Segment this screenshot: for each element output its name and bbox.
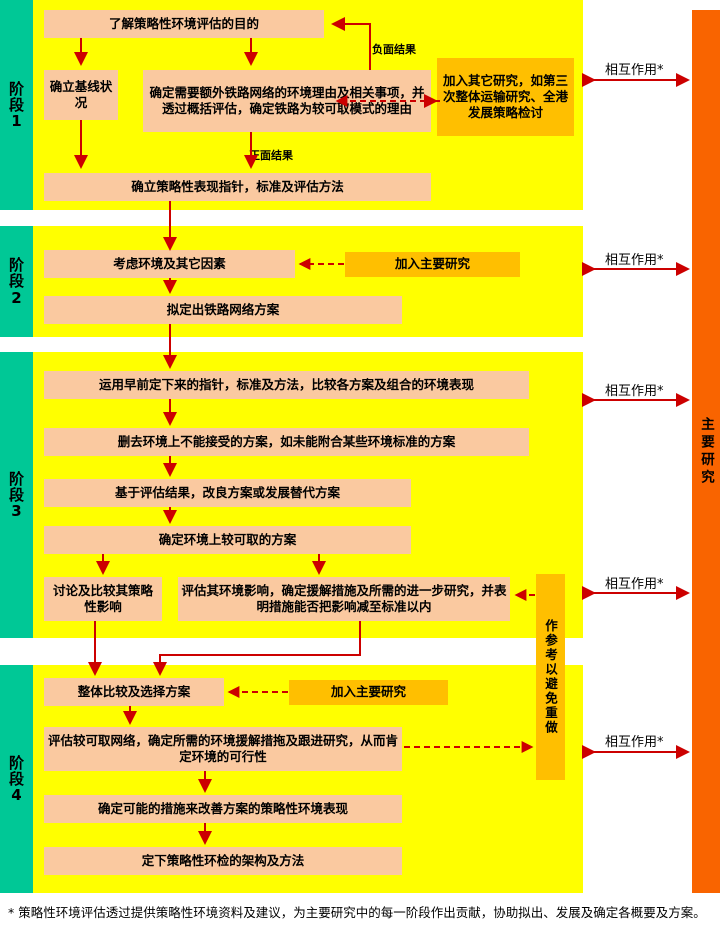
interaction-label-stage-2: 相互作用* <box>605 253 664 268</box>
stage-1-box-baseline[interactable]: 确立基线状况 <box>44 70 118 120</box>
stage-1-label-line1: 阶 <box>8 79 24 98</box>
main-study-column[interactable]: 主要研究 <box>692 10 720 893</box>
stage-1-label-line2: 段 <box>8 95 24 114</box>
stage-4-label: 阶 段 4 <box>0 665 33 893</box>
interaction-label-stage-3b: 相互作用* <box>605 577 664 592</box>
stage-4-label-line2: 段 <box>8 769 24 788</box>
stage-1-label: 阶 段 1 <box>0 0 33 210</box>
stage-3-label-line3: 3 <box>11 502 22 521</box>
stage-4-box-assess-preferred-network[interactable]: 评估较可取网络，确定所需的环境援解措拖及跟进研究，从而肯定环境的可行性 <box>44 727 402 771</box>
stage-3-box-assess-env-impact[interactable]: 评估其环境影响，确定援解措施及所需的进一步研究，并表明措施能否把影响减至标准以内 <box>178 577 510 621</box>
footnote: * 策略性环境评估透过提供策略性环境资料及建议，为主要研究中的每一阶段作出贡献，… <box>8 905 706 920</box>
stage-1-label-negative-result: 负面结果 <box>372 43 416 56</box>
stage-3-box-compare-performance[interactable]: 运用早前定下来的指针，标准及方法，比较各方案及组合的环境表现 <box>44 371 529 399</box>
stage-3-label-line1: 阶 <box>8 469 24 488</box>
stage-4-box-improve-measures[interactable]: 确定可能的措施来改善方案的策略性环境表现 <box>44 795 402 823</box>
stage-1-label-positive-result: 正面结果 <box>249 149 293 162</box>
stage-2-label-line2: 段 <box>8 272 24 291</box>
stage-2-box-consider-factors[interactable]: 考虑环境及其它因素 <box>44 250 295 278</box>
stage-3-box-preferred-option[interactable]: 确定环境上较可取的方案 <box>44 526 411 554</box>
interaction-label-stage-3: 相互作用* <box>605 384 664 399</box>
stage-3-box-refine-options[interactable]: 基于评估结果，改良方案或发展替代方案 <box>44 479 411 507</box>
stage-3-box-eliminate-options[interactable]: 删去环境上不能接受的方案，如未能附合某些环境标准的方案 <box>44 428 529 456</box>
stage-2-label: 阶 段 2 <box>0 226 33 337</box>
stage-4-box-sea-framework[interactable]: 定下策略性环检的架构及方法 <box>44 847 402 875</box>
interaction-label-stage-4: 相互作用* <box>605 735 664 750</box>
stage-4-label-line3: 4 <box>11 786 22 805</box>
stage-2-label-line1: 阶 <box>8 256 24 275</box>
stage-4-box-overall-comparison[interactable]: 整体比较及选择方案 <box>44 678 224 706</box>
stage-1-input-other-studies[interactable]: 加入其它研究，如第三次整体运输研究、全港发展策略检讨 <box>437 58 574 136</box>
stage-1-label-line3: 1 <box>11 112 22 131</box>
reference-avoid-duplication-box[interactable]: 作参考以避免重做 <box>536 574 565 780</box>
stage-4-input-main-study[interactable]: 加入主要研究 <box>289 680 448 705</box>
stage-3-box-discuss-strategic-impact[interactable]: 讨论及比较其策略性影响 <box>44 577 162 621</box>
stage-1-box-rail-justification[interactable]: 确定需要额外铁路网络的环境理由及相关事项，并透过概括评估，确定铁路为较可取模式的… <box>143 70 431 132</box>
stage-1-box-understand-purpose[interactable]: 了解策略性环境评估的目的 <box>44 10 324 38</box>
interaction-label-stage-1: 相互作用* <box>605 63 664 78</box>
stage-2-label-line3: 2 <box>11 288 22 307</box>
stage-2-box-formulate-network[interactable]: 拟定出铁路网络方案 <box>44 296 402 324</box>
stage-2-input-main-study[interactable]: 加入主要研究 <box>345 252 520 277</box>
stage-1-box-indicators[interactable]: 确立策略性表现指针，标准及评估方法 <box>44 173 431 201</box>
stage-3-label: 阶 段 3 <box>0 352 33 638</box>
stage-3-label-line2: 段 <box>8 485 24 504</box>
stage-4-label-line1: 阶 <box>8 753 24 772</box>
